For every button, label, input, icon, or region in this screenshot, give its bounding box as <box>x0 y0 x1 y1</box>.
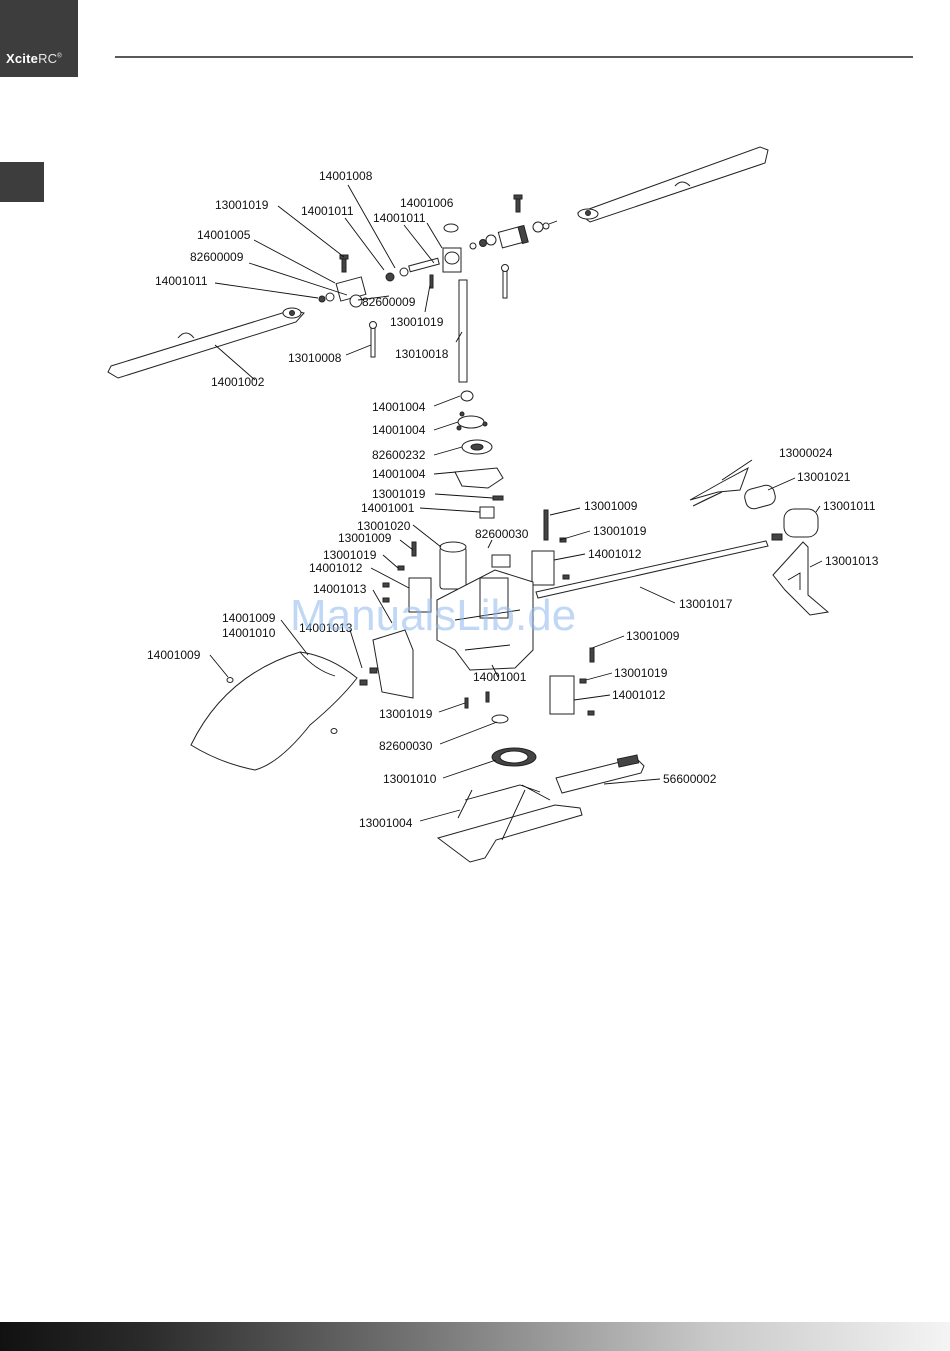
side-tab <box>0 162 44 202</box>
canopy <box>190 651 358 771</box>
tail-rotor <box>689 466 819 541</box>
part-label: 14001013 <box>299 621 353 635</box>
part-label: 13001017 <box>679 597 733 611</box>
part-label: 13001004 <box>359 816 413 830</box>
brand-logo-light: RC <box>38 51 58 66</box>
part-label: 13010018 <box>395 347 449 361</box>
part-label: 14001006 <box>400 196 454 210</box>
part-label: 82600009 <box>190 250 244 264</box>
part-label: 13001019 <box>215 198 269 212</box>
part-label: 14001013 <box>313 582 367 596</box>
main-frame <box>436 554 534 724</box>
main-rotor-blade-lower <box>107 307 305 379</box>
part-label: 56600002 <box>663 772 717 786</box>
part-label: 14001012 <box>612 688 666 702</box>
part-label: 14001012 <box>588 547 642 561</box>
part-label: 13001019 <box>593 524 647 538</box>
part-label: 14001004 <box>372 423 426 437</box>
part-label: 13001009 <box>626 629 680 643</box>
part-label: 14001012 <box>309 561 363 575</box>
part-label: 13001021 <box>797 470 851 484</box>
watermark-text: ManualsLib.de <box>290 591 576 640</box>
part-label: 13001019 <box>372 487 426 501</box>
tail-boom <box>535 540 769 599</box>
part-label: 82600030 <box>379 739 433 753</box>
part-label: 14001001 <box>473 670 527 684</box>
footer-gradient-bar <box>0 1322 950 1351</box>
part-label: 14001004 <box>372 400 426 414</box>
part-label: 14001010 <box>222 626 276 640</box>
brand-logo-mark: ® <box>57 53 62 60</box>
part-label: 82600009 <box>362 295 416 309</box>
brand-logo-text: XciteRC® <box>6 51 62 66</box>
side-plate <box>359 629 414 699</box>
part-label: 13000024 <box>779 446 833 460</box>
main-gear <box>491 747 537 767</box>
part-label: 14001001 <box>361 501 415 515</box>
part-label: 13001011 <box>823 499 876 513</box>
part-label: 13010008 <box>288 351 342 365</box>
part-label: 14001009 <box>222 611 276 625</box>
rotor-head-assembly <box>318 194 558 383</box>
part-labels: 14001008 13001019 14001011 14001006 1400… <box>147 169 879 830</box>
part-label: 13001019 <box>323 548 377 562</box>
part-label: 14001008 <box>319 169 373 183</box>
main-rotor-blade-upper <box>576 146 769 223</box>
right-servo <box>531 509 570 586</box>
main-motor <box>439 541 467 590</box>
part-label: 13001019 <box>614 666 668 680</box>
part-label: 13001019 <box>379 707 433 721</box>
part-label: 14001004 <box>372 467 426 481</box>
vertical-fin <box>772 541 830 616</box>
part-label: 82600232 <box>372 448 426 462</box>
part-label: 13001010 <box>383 772 437 786</box>
leader-lines <box>209 184 823 822</box>
brand-logo-bold: Xcite <box>6 51 39 66</box>
left-servo <box>382 541 432 613</box>
part-label: 14001011 <box>155 274 208 288</box>
rear-servo <box>549 647 595 716</box>
part-label: 14001009 <box>147 648 201 662</box>
part-label: 13001009 <box>584 499 638 513</box>
part-label: 14001011 <box>301 204 354 218</box>
part-label: 13001019 <box>390 315 444 329</box>
part-label: 13001013 <box>825 554 879 568</box>
part-label: 14001002 <box>211 375 265 389</box>
landing-skid <box>436 784 583 863</box>
swashplate-stack <box>454 390 504 519</box>
header-rule <box>115 56 913 58</box>
part-label: 14001011 <box>373 211 426 225</box>
battery <box>555 754 645 794</box>
part-label: 13001009 <box>338 531 392 545</box>
part-label: 82600030 <box>475 527 529 541</box>
part-label: 13001020 <box>357 519 411 533</box>
part-label: 14001005 <box>197 228 251 242</box>
brand-logo: XciteRC® <box>0 0 78 77</box>
